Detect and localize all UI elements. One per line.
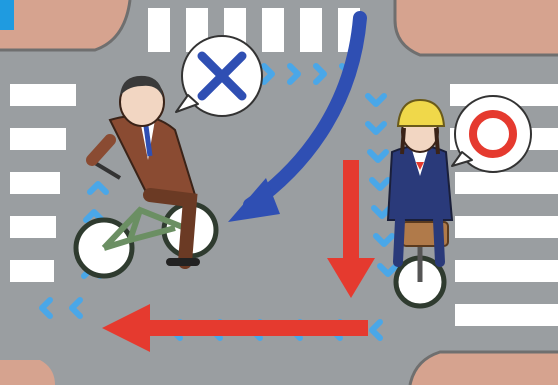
circle-mark-icon (469, 110, 517, 158)
sidewalk-top-left (0, 0, 130, 50)
crosswalk-left (10, 84, 76, 282)
right-path-arrow-left (140, 320, 368, 336)
sidewalk-top-right (395, 0, 558, 55)
cross-mark-icon (197, 51, 247, 101)
wrong-path-arrowhead (228, 178, 280, 222)
sidewalk-bottom-right (410, 352, 558, 385)
sidewalk-bottom-left (0, 360, 55, 385)
corner-tab (0, 0, 14, 30)
girl-cyclist (386, 98, 454, 309)
right-bubble (451, 95, 532, 173)
right-path-arrow-down (343, 160, 359, 270)
wrong-bubble (175, 35, 263, 117)
man-cyclist (73, 75, 219, 279)
